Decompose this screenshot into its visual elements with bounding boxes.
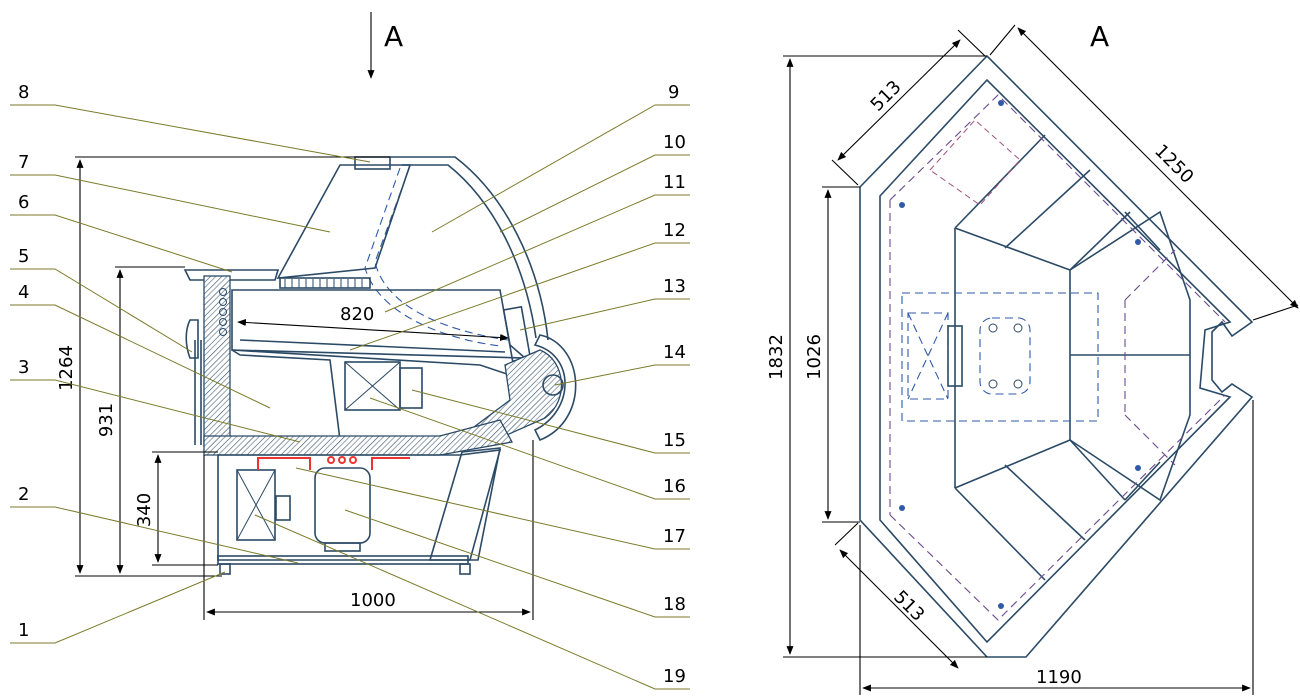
display-shelf bbox=[231, 289, 528, 359]
dimension-top-width: 1190 bbox=[859, 400, 1254, 695]
svg-text:1190: 1190 bbox=[1036, 667, 1082, 688]
dimension-bottom-edge: 513 bbox=[834, 522, 959, 669]
side-view: A bbox=[10, 12, 690, 690]
evaporator-grille bbox=[279, 277, 371, 289]
base-frame bbox=[217, 555, 469, 565]
view-label: A bbox=[384, 20, 403, 53]
svg-text:1250: 1250 bbox=[1150, 140, 1197, 187]
svg-text:18: 18 bbox=[663, 594, 686, 615]
compressor-outline bbox=[979, 317, 1031, 395]
dimension-depth-total: 1832 bbox=[766, 55, 987, 658]
svg-text:1: 1 bbox=[18, 620, 29, 641]
svg-text:1264: 1264 bbox=[56, 345, 77, 391]
callouts-left: 8 7 6 5 4 3 2 1 bbox=[10, 82, 371, 644]
svg-text:12: 12 bbox=[663, 220, 686, 241]
top-view: A bbox=[766, 20, 1299, 695]
svg-text:8: 8 bbox=[18, 82, 29, 103]
front-panel bbox=[428, 447, 501, 561]
dimension-inner-width: 1026 bbox=[804, 186, 860, 523]
front-light bbox=[542, 374, 564, 396]
dimension-height-total: 1264 bbox=[56, 156, 390, 577]
svg-text:513: 513 bbox=[889, 587, 928, 626]
glass-lift-path bbox=[374, 165, 509, 341]
lamp-outline bbox=[929, 119, 1021, 206]
grille-lines bbox=[284, 279, 363, 288]
svg-text:13: 13 bbox=[663, 276, 686, 297]
condenser bbox=[236, 469, 276, 541]
top-view-label: A bbox=[1090, 20, 1109, 53]
rear-glass-panel bbox=[276, 164, 412, 279]
svg-text:1000: 1000 bbox=[350, 590, 396, 611]
dimension-width: 1000 bbox=[203, 440, 534, 620]
compressor bbox=[314, 467, 371, 544]
floor-insulation bbox=[203, 419, 514, 456]
front-glass-inner bbox=[402, 164, 537, 339]
svg-text:6: 6 bbox=[18, 192, 29, 213]
svg-text:513: 513 bbox=[867, 77, 906, 116]
machine-outline bbox=[901, 292, 1099, 422]
front-glass-outer bbox=[390, 156, 549, 341]
condenser-fan bbox=[275, 495, 291, 521]
display-deck bbox=[1069, 210, 1191, 502]
glass-lift-path-2 bbox=[364, 167, 501, 347]
svg-text:14: 14 bbox=[663, 342, 686, 363]
dimension-shelf-depth: 820 bbox=[237, 304, 509, 342]
svg-text:17: 17 bbox=[663, 526, 686, 547]
svg-text:2: 2 bbox=[18, 484, 29, 505]
svg-text:3: 3 bbox=[18, 357, 29, 378]
price-holder bbox=[502, 305, 532, 363]
svg-text:10: 10 bbox=[663, 132, 686, 153]
adjustable-foot bbox=[219, 563, 231, 575]
compressor-base bbox=[324, 542, 361, 552]
svg-text:7: 7 bbox=[18, 152, 29, 173]
svg-text:820: 820 bbox=[340, 304, 374, 325]
rail-dashed bbox=[889, 94, 1226, 323]
top-outer-contour bbox=[859, 54, 1254, 658]
dimension-height-machine: 340 bbox=[134, 451, 218, 566]
svg-text:1832: 1832 bbox=[766, 334, 787, 380]
dimension-diagonal: 1250 bbox=[989, 24, 1299, 321]
svg-text:11: 11 bbox=[663, 172, 686, 193]
callouts-right: 9 10 11 12 13 14 15 16 17 18 19 bbox=[254, 82, 690, 690]
svg-text:1026: 1026 bbox=[804, 334, 825, 380]
svg-text:15: 15 bbox=[663, 430, 686, 451]
fan-top bbox=[947, 325, 963, 387]
rear-counter-top bbox=[183, 269, 280, 281]
rear-handle bbox=[185, 319, 199, 359]
view-arrow-a: A bbox=[367, 12, 403, 79]
front-bumper bbox=[533, 334, 577, 442]
dimension-height-counter: 931 bbox=[96, 266, 185, 574]
svg-text:931: 931 bbox=[96, 403, 117, 437]
svg-text:16: 16 bbox=[663, 476, 686, 497]
svg-text:9: 9 bbox=[668, 82, 679, 103]
segment-dividers bbox=[954, 134, 1161, 581]
adjustable-foot-front bbox=[459, 563, 471, 575]
evaporator-fan bbox=[399, 367, 423, 409]
svg-text:4: 4 bbox=[18, 282, 29, 303]
svg-text:19: 19 bbox=[663, 666, 686, 687]
machine-compartment bbox=[217, 449, 502, 561]
svg-text:340: 340 bbox=[134, 493, 155, 527]
refrigerant-lines bbox=[257, 456, 410, 470]
svg-text:5: 5 bbox=[18, 246, 29, 267]
top-light-cover bbox=[354, 156, 391, 170]
rear-wall-pipes bbox=[219, 288, 227, 336]
